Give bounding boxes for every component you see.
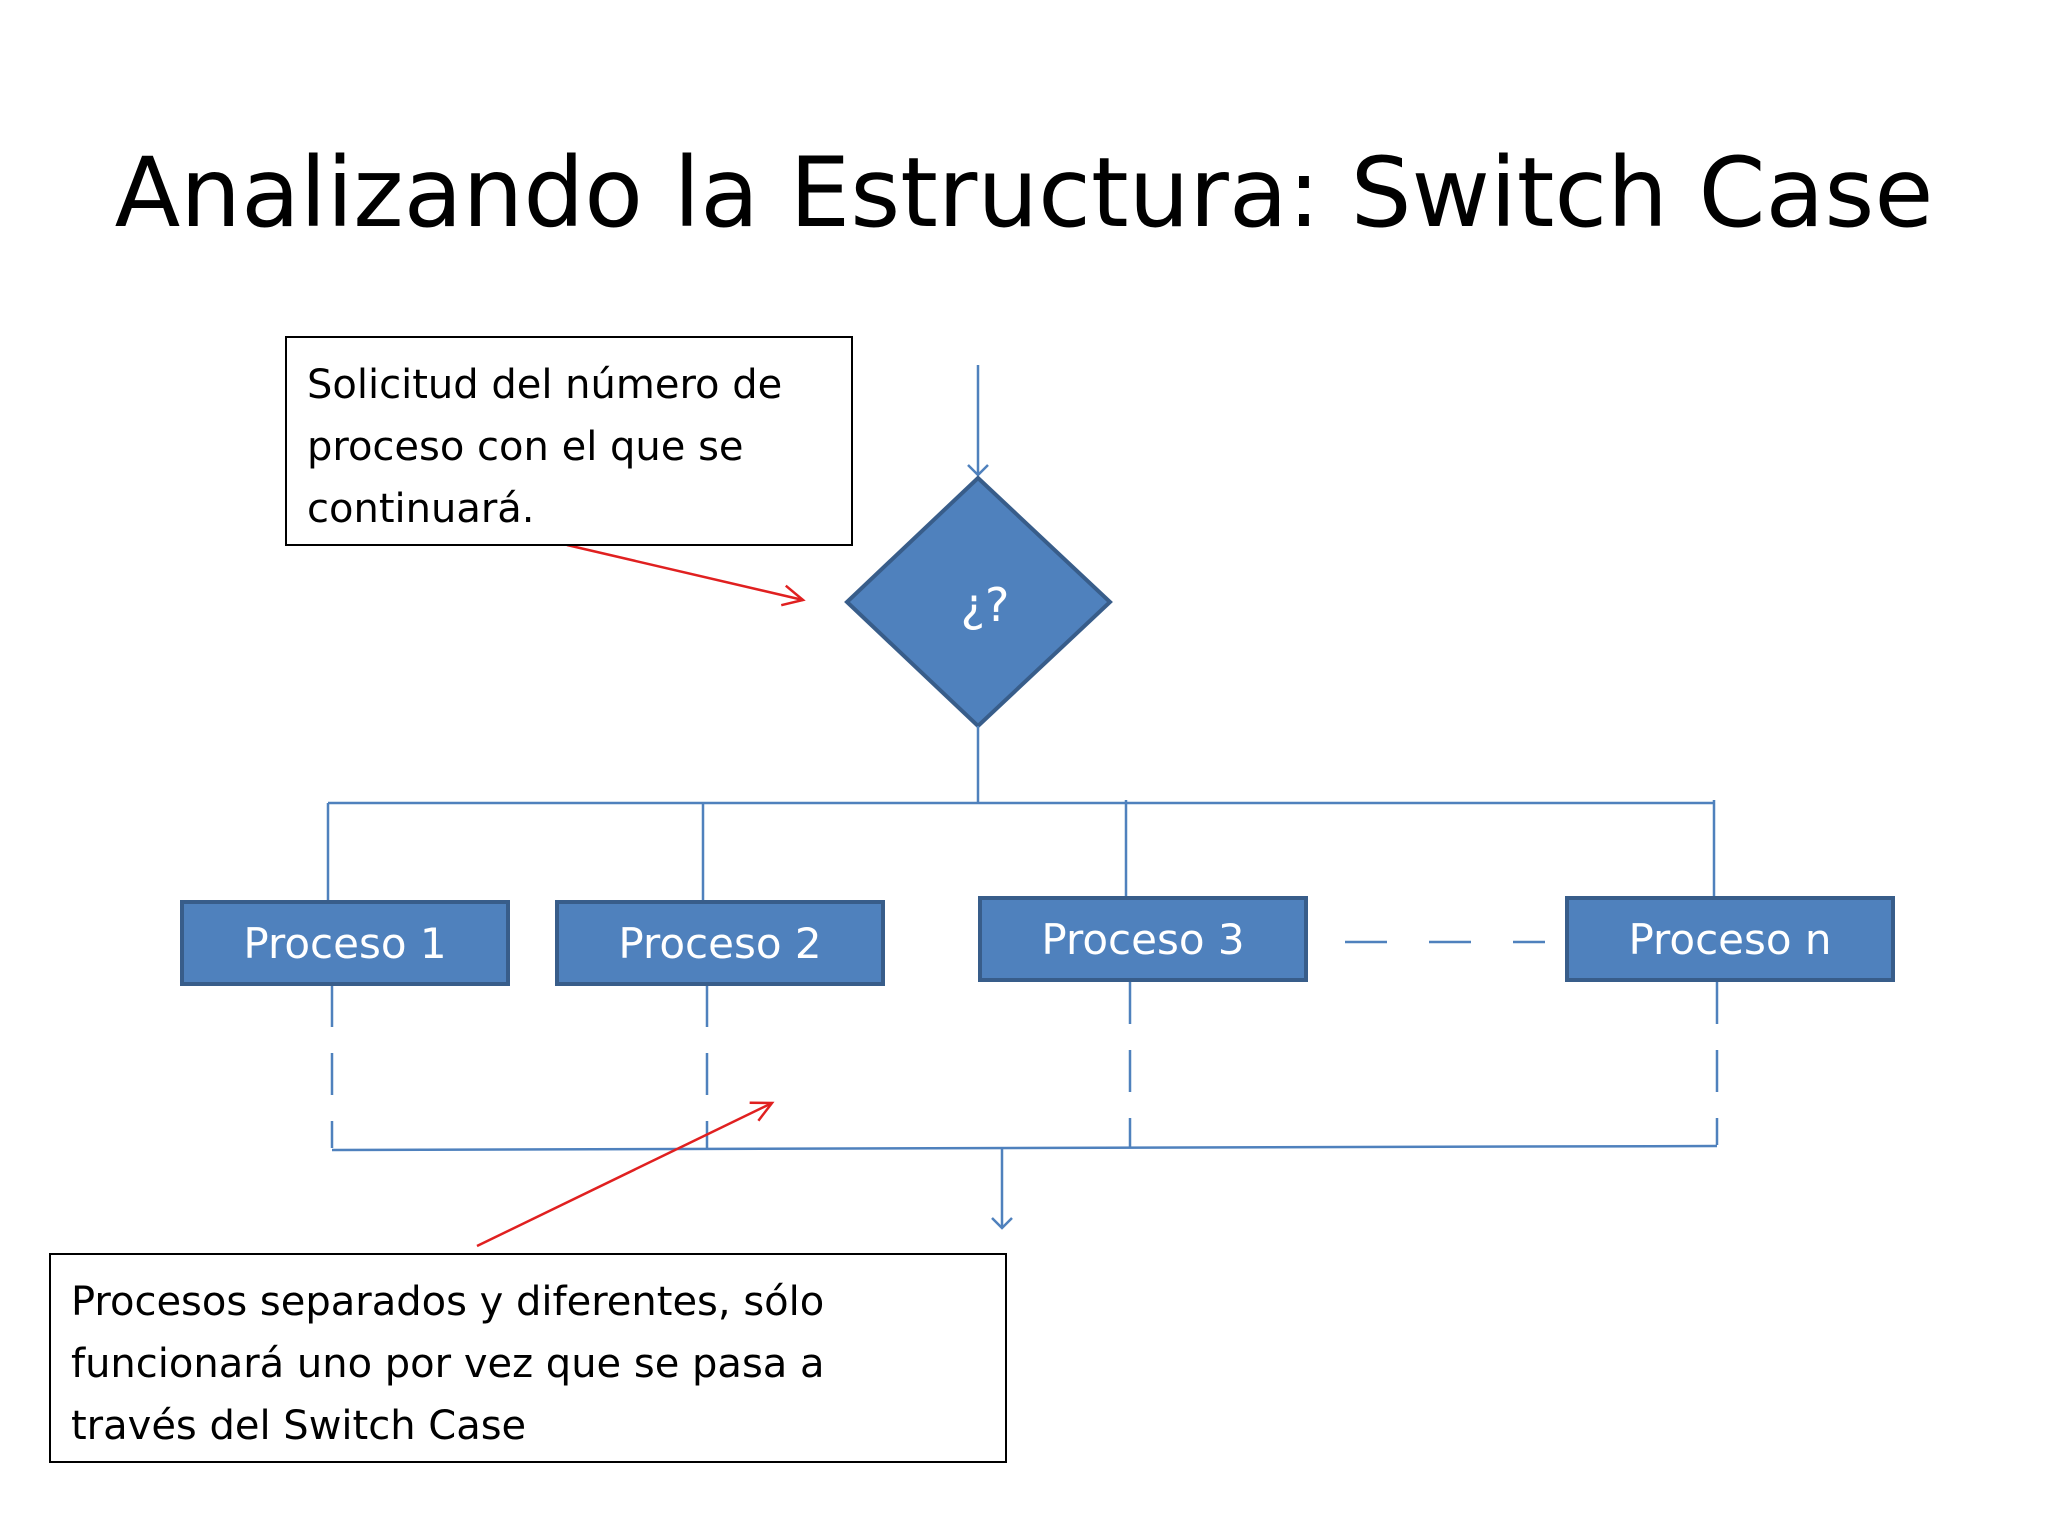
callout-bottom-line: Procesos separados y diferentes, sólo — [71, 1279, 825, 1325]
proceso-2-box: Proceso 2 — [555, 900, 885, 986]
annotation-arrow-top — [566, 543, 806, 607]
proceso-3-box: Proceso 3 — [978, 896, 1308, 982]
callout-separate-processes: Procesos separados y diferentes, sólo fu… — [49, 1253, 1007, 1463]
callout-top-line: Solicitud del número de — [307, 362, 783, 408]
callout-top-line: proceso con el que se — [307, 424, 744, 470]
bottom-bus-line — [331, 1144, 1718, 1152]
decision-label: ¿? — [960, 578, 1010, 632]
slide-title: Analizando la Estructura: Switch Case — [114, 137, 1934, 249]
callout-bottom-line: funcionará uno por vez que se pasa a — [71, 1341, 825, 1387]
callout-top-line: continuará. — [307, 486, 535, 532]
proceso-n-box: Proceso n — [1565, 896, 1895, 982]
annotation-arrow-bottom — [476, 1101, 775, 1248]
callout-bottom-line: través del Switch Case — [71, 1403, 527, 1449]
callout-request-process: Solicitud del número de proceso con el q… — [285, 336, 853, 546]
proceso-1-box: Proceso 1 — [180, 900, 510, 986]
